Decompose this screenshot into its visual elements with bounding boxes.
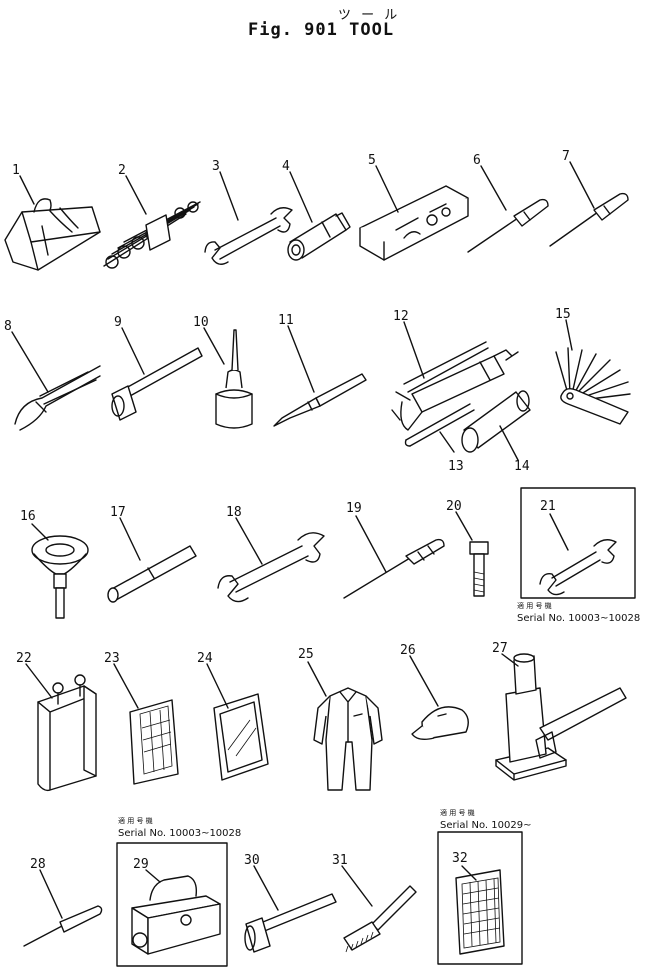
pliers-drawing [14, 365, 101, 431]
serial-note: Serial No. 10029~ [440, 820, 531, 831]
part-number: 17 [110, 505, 126, 520]
serial-note-jp: 適 用 号 機 [440, 808, 475, 817]
part-number: 7 [562, 149, 570, 164]
part-number: 2 [118, 163, 126, 178]
part-number: 6 [473, 153, 481, 168]
part-number: 22 [16, 651, 32, 666]
part-number: 25 [298, 647, 314, 662]
cap-drawing [411, 706, 469, 741]
part-number: 27 [492, 641, 508, 656]
part-number: 4 [282, 159, 290, 174]
serial-note: Serial No. 10003~10028 [118, 828, 241, 839]
part-number: 30 [244, 853, 260, 868]
part-number: 9 [114, 315, 122, 330]
part-number: 32 [452, 851, 468, 866]
nozzle-pipe-drawing [404, 403, 475, 447]
puller-tool-drawing [131, 875, 221, 955]
mirror-plate-drawing [213, 693, 269, 781]
part-number: 23 [104, 651, 120, 666]
sledge-hammer-drawing [244, 893, 337, 953]
open-end-wrench-large-drawing [217, 532, 325, 603]
instruction-plate-drawing [455, 869, 505, 955]
part-number: 20 [446, 499, 462, 514]
part-number: 14 [514, 459, 530, 474]
pipe-drawing [107, 545, 197, 603]
oil-can-drawing [215, 329, 253, 429]
part-number: 24 [197, 651, 213, 666]
wrench-set-drawing [103, 201, 201, 269]
part-number: 21 [540, 499, 556, 514]
open-end-wrench-drawing [204, 207, 293, 265]
part-number: 16 [20, 509, 36, 524]
part-number: 26 [400, 643, 416, 658]
decal-chart-drawing [129, 699, 179, 785]
part-number: 29 [133, 857, 149, 872]
part-number: 15 [555, 307, 571, 322]
figure-title: Fig. 901 TOOL [248, 20, 395, 40]
part-number: 10 [193, 315, 209, 330]
part-number: 13 [448, 459, 464, 474]
serial-box-21 [520, 487, 636, 599]
part-number: 28 [30, 857, 46, 872]
wire-brush-drawing [343, 885, 417, 953]
screwdriver-long-drawing [343, 538, 445, 599]
serial-box-29 [116, 842, 228, 967]
funnel-drawing [31, 535, 89, 619]
screwdriver-plus-drawing [467, 198, 549, 253]
tool-box-drawing [359, 185, 469, 261]
wrench-serial-drawing [539, 539, 617, 596]
serial-notes: 適 用 号 機 Serial No. 10003~10028 適 用 号 機 S… [118, 601, 640, 839]
part-number: 5 [368, 153, 376, 168]
serial-note-jp: 適 用 号 機 [118, 816, 153, 825]
serial-note-jp: 適 用 号 機 [517, 601, 552, 610]
part-number: 1 [12, 163, 20, 178]
grease-gun-drawing [391, 341, 519, 431]
tool-bag-drawing [4, 198, 101, 271]
awl-drawing [23, 905, 103, 947]
bolt-drawing [469, 541, 489, 597]
part-number: 11 [278, 313, 294, 328]
socket-wrench-drawing [287, 212, 351, 261]
screwdriver-minus-drawing [549, 192, 629, 247]
part-number: 3 [212, 159, 220, 174]
overalls-drawing [313, 687, 383, 791]
part-number: 8 [4, 319, 12, 334]
serial-box-32 [437, 831, 523, 965]
leader-lines [11, 161, 595, 919]
bracket-drawing [37, 674, 97, 792]
part-number: 31 [332, 853, 348, 868]
grease-cartridge-drawing [461, 390, 531, 453]
part-number: 12 [393, 309, 409, 324]
feeler-gauge-drawing [555, 347, 631, 425]
part-number: 18 [226, 505, 242, 520]
hydraulic-jack-drawing [495, 653, 627, 781]
figure-title-japanese: ツ ー ル [338, 8, 401, 23]
knife-drawing [273, 373, 367, 427]
hammer-drawing [111, 347, 203, 421]
part-number: 19 [346, 501, 362, 516]
part-number-labels: 1 2 3 4 5 6 7 8 9 10 11 12 13 14 15 16 1… [4, 149, 571, 872]
serial-note: Serial No. 10003~10028 [517, 613, 640, 624]
